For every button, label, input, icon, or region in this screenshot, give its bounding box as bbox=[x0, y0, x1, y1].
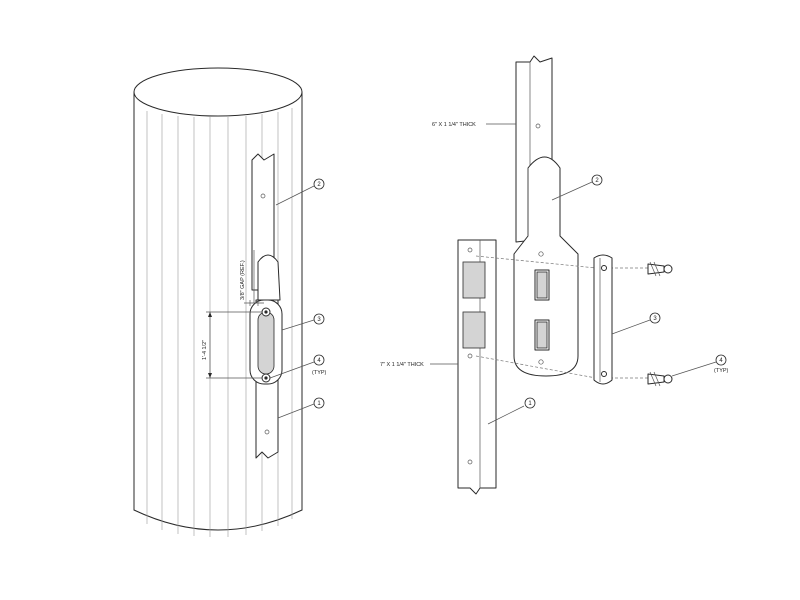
callout-bubble-4b bbox=[715, 354, 727, 366]
callout-bubble-3 bbox=[313, 313, 325, 325]
callout-bubble-3b bbox=[649, 312, 661, 324]
svg-text:1: 1 bbox=[317, 401, 321, 407]
callouts-right: 2 3 4 (TYP) 1 bbox=[487, 174, 729, 425]
gap-dimension: 3/8" GAP (REF.) bbox=[240, 250, 264, 306]
callout-bubble-2b bbox=[591, 174, 603, 186]
svg-text:1: 1 bbox=[528, 401, 532, 407]
post-assembly-view: 3/8" GAP (REF.) 1'-4 1/2" 2 3 4 (TYP) bbox=[133, 67, 327, 537]
callouts-left: 2 3 4 (TYP) 1 bbox=[269, 178, 327, 419]
lower-bar-label: 7" X 1 1/4" THICK bbox=[380, 362, 424, 368]
callout-bubble-4 bbox=[313, 354, 325, 366]
gap-label: 3/8" GAP (REF.) bbox=[240, 260, 246, 300]
latch-bar-exploded bbox=[457, 239, 497, 495]
upper-bar-label: 6" X 1 1/4" THICK bbox=[432, 122, 476, 128]
svg-text:2: 2 bbox=[317, 182, 321, 188]
pin-lower bbox=[647, 371, 673, 387]
pin-spacing-dimension: 1'-4 1/2" bbox=[202, 311, 262, 379]
svg-text:3: 3 bbox=[317, 317, 321, 323]
link-strap-installed bbox=[249, 299, 283, 385]
assembly-guide-lines bbox=[475, 255, 650, 379]
callout-bubble-1b bbox=[524, 397, 536, 409]
callout-bubble-2 bbox=[313, 178, 325, 190]
svg-text:3: 3 bbox=[653, 316, 657, 322]
pin-spacing-label: 1'-4 1/2" bbox=[202, 340, 208, 360]
exploded-view: 6" X 1 1/4" THICK 7" X 1 1/4" THICK 2 3 … bbox=[380, 55, 729, 495]
svg-text:4: 4 bbox=[317, 358, 321, 364]
svg-text:2: 2 bbox=[595, 178, 599, 184]
pivot-arm-exploded bbox=[513, 55, 579, 377]
callout-bubble-1 bbox=[313, 397, 325, 409]
typ-label: (TYP) bbox=[312, 370, 327, 376]
typ-label-b: (TYP) bbox=[714, 368, 729, 374]
thickness-labels: 6" X 1 1/4" THICK 7" X 1 1/4" THICK bbox=[380, 122, 516, 368]
pivot-arm-installed bbox=[251, 153, 281, 301]
pin-upper bbox=[647, 261, 673, 277]
link-strap-exploded bbox=[593, 254, 613, 385]
svg-text:4: 4 bbox=[719, 358, 723, 364]
